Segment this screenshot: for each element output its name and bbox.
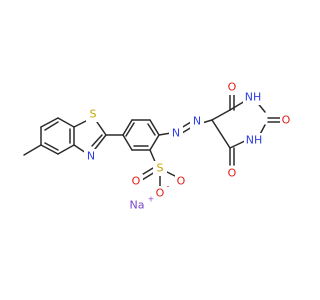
- svg-text:NH: NH: [245, 91, 262, 104]
- bond: [23, 144, 42, 156]
- bond: [91, 134, 103, 147]
- svg-text:O: O: [177, 175, 186, 188]
- bond: [44, 121, 59, 131]
- sulfonate-oxygen-anion: O -: [154, 182, 170, 201]
- bond: [40, 144, 59, 155]
- bond: [122, 119, 133, 136]
- bond: [211, 109, 231, 121]
- bond: [40, 117, 59, 128]
- thiazole-sulfur-atom: S: [86, 107, 100, 122]
- bond: [149, 119, 160, 136]
- svg-text:O: O: [228, 81, 237, 94]
- atoms: S N N N S O O - O: [84, 80, 293, 213]
- svg-text:S: S: [90, 108, 97, 121]
- svg-text:O: O: [156, 187, 165, 200]
- svg-text:O: O: [282, 114, 291, 127]
- svg-text:N: N: [87, 150, 95, 163]
- thiazole-nitrogen-atom: N: [84, 149, 98, 164]
- bond: [57, 117, 75, 128]
- sulfonate-oxygen-atom: O: [130, 174, 143, 189]
- svg-text:O: O: [132, 175, 141, 188]
- bond: [96, 121, 107, 136]
- ring-nh-atom: NH: [244, 133, 264, 148]
- bond: [94, 134, 107, 150]
- carbonyl-oxygen-atom: O: [226, 166, 239, 181]
- bond: [122, 134, 133, 151]
- negative-charge: -: [167, 182, 170, 191]
- svg-text:S: S: [157, 162, 164, 175]
- bond: [44, 142, 59, 151]
- azo-nitrogen-atom: N: [190, 114, 204, 129]
- sulfonate-oxygen-atom: O: [175, 174, 188, 189]
- svg-text:O: O: [228, 167, 237, 180]
- svg-text:Na: Na: [130, 199, 145, 212]
- bond: [57, 144, 75, 155]
- ring-nh-atom: NH: [243, 90, 263, 105]
- molecule-structure-diagram: S N N N S O O - O: [23, 80, 293, 213]
- svg-text:N: N: [193, 115, 201, 128]
- carbonyl-oxygen-atom: O: [280, 113, 293, 128]
- svg-text:N: N: [172, 127, 180, 140]
- bonds: [23, 94, 281, 187]
- azo-nitrogen-atom: N: [169, 126, 183, 141]
- positive-charge: +: [148, 195, 155, 204]
- bond: [211, 119, 231, 149]
- bond: [141, 171, 156, 181]
- sulfonate-sulfur-atom: S: [153, 161, 167, 176]
- bond: [149, 134, 160, 151]
- carbonyl-oxygen-atom: O: [226, 80, 239, 95]
- bond: [147, 123, 156, 136]
- bond: [125, 122, 135, 137]
- sodium-cation: Na +: [128, 195, 155, 213]
- bond: [229, 100, 246, 111]
- svg-text:NH: NH: [246, 134, 263, 147]
- bond: [73, 119, 89, 128]
